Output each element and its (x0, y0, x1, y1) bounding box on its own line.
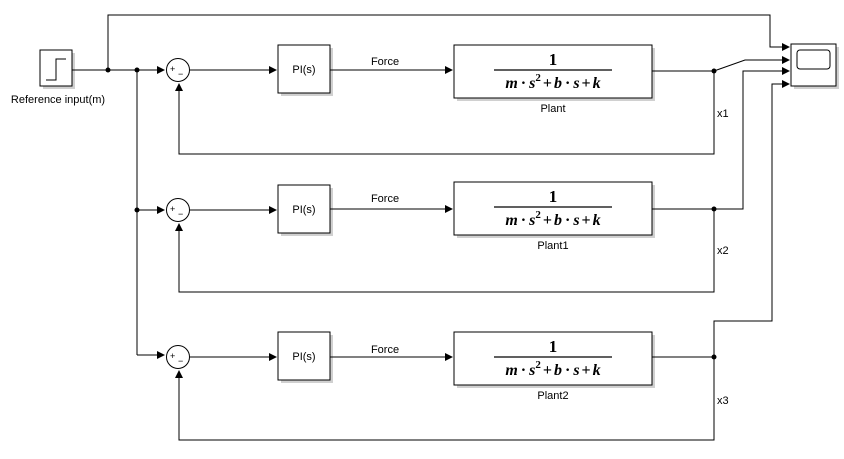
sum-plus-sign: + (170, 204, 175, 214)
pi-controller-label: PI(s) (292, 204, 315, 216)
output-signal-label: x3 (717, 395, 729, 407)
tf-denominator: m·s2+b·s+k (505, 72, 600, 92)
sum-minus-sign: − (178, 69, 183, 79)
sum-plus-sign: + (170, 64, 175, 74)
force-signal-label: Force (371, 56, 399, 68)
pi-controller-block-3[interactable] (277, 331, 333, 383)
source-wires (72, 14, 790, 355)
scope-screen-icon (796, 49, 831, 70)
pi-controller-label: PI(s) (292, 351, 315, 363)
pi-controller-block-2[interactable] (277, 184, 333, 236)
force-signal-label: Force (371, 344, 399, 356)
output-signal-label: x1 (717, 108, 729, 120)
tf-numerator: 1 (549, 187, 558, 206)
tf-denominator: m·s2+b·s+k (505, 359, 600, 379)
tf-denominator: m·s2+b·s+k (505, 209, 600, 229)
step-source-block[interactable] (39, 49, 75, 89)
plant-label: Plant2 (537, 390, 568, 402)
plant-block-2[interactable] (453, 181, 655, 238)
tf-numerator: 1 (549, 337, 558, 356)
plant-label: Plant1 (537, 240, 568, 252)
plant-block-1[interactable] (453, 44, 655, 101)
step-icon (46, 58, 66, 81)
force-signal-label: Force (371, 193, 399, 205)
sum-block-2[interactable] (166, 198, 190, 222)
output-signal-label: x2 (717, 245, 729, 257)
tf-numerator: 1 (549, 50, 558, 69)
sum-block-1[interactable] (166, 58, 190, 82)
control-loop-1: + − PI(s) Force 1 m·s2+b·s+k Plant x1 (137, 44, 790, 155)
source-label: Reference input(m) (11, 94, 105, 106)
scope-block[interactable] (790, 43, 839, 89)
pi-controller-block-1[interactable] (277, 44, 333, 96)
sum-minus-sign: − (178, 209, 183, 219)
sum-minus-sign: − (178, 356, 183, 366)
plant-block-3[interactable] (453, 331, 655, 388)
control-loop-3: + − PI(s) Force 1 m·s2+b·s+k Plant2 x3 (137, 80, 790, 441)
pi-controller-label: PI(s) (292, 64, 315, 76)
sum-plus-sign: + (170, 351, 175, 361)
sum-block-3[interactable] (166, 345, 190, 369)
control-loop-2: + − PI(s) Force 1 m·s2+b·s+k Plant1 x2 (137, 67, 790, 293)
plant-label: Plant (540, 103, 565, 115)
